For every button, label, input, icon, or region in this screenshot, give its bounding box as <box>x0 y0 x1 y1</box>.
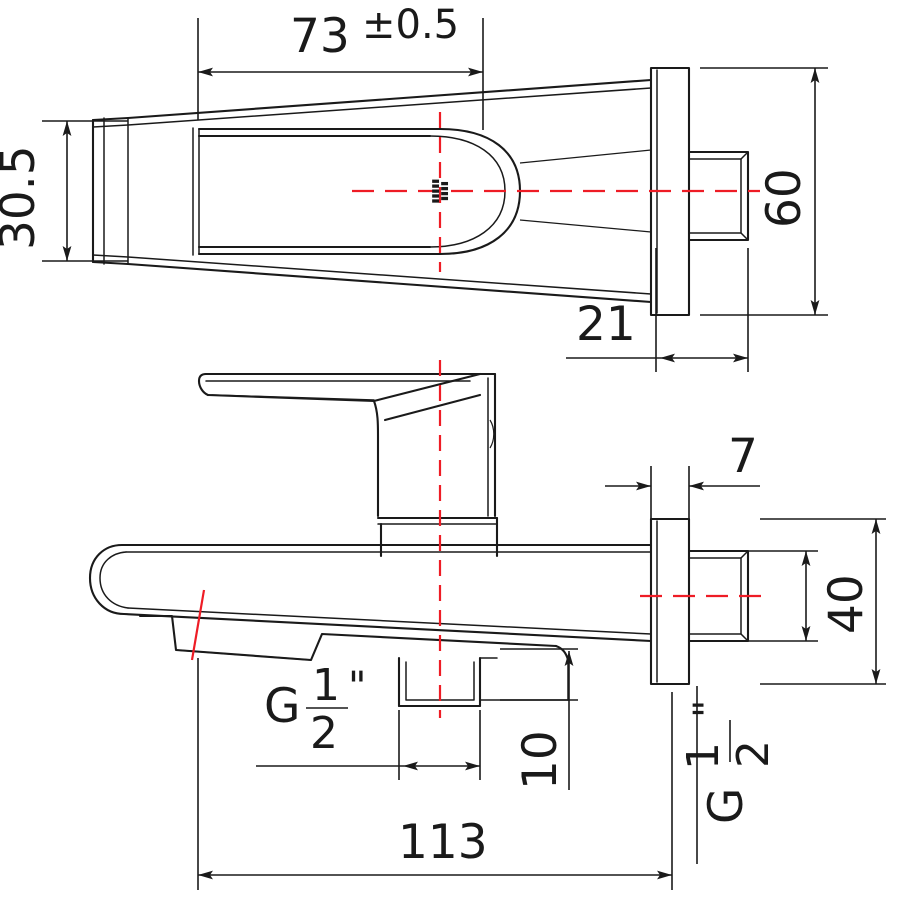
dimension-73-label: 73 <box>290 9 350 64</box>
dimension-113-label: 113 <box>398 815 488 870</box>
dimension-30-5: 30.5 <box>0 120 128 262</box>
dimension-7-label: 7 <box>728 429 758 484</box>
dimension-60-label: 60 <box>757 168 812 228</box>
section-marker-red <box>190 589 206 661</box>
dimension-21-label: 21 <box>576 297 636 352</box>
side-view-geometry <box>88 360 768 718</box>
dimension-7: 7 <box>605 429 760 519</box>
dimension-73-tolerance: ±0.5 <box>362 2 459 48</box>
dimension-60: 60 <box>700 67 828 316</box>
thread-outlet-numerator: 1 <box>312 660 340 711</box>
dimension-10-label: 10 <box>513 730 568 790</box>
svg-text:▮▮▮▮: ▮▮▮▮ <box>440 181 450 201</box>
dimension-73: 73 ±0.5 <box>197 2 484 130</box>
thread-inlet-numerator: 1 <box>678 742 729 770</box>
thread-inlet-unit: " <box>686 700 732 718</box>
thread-callout-outlet: G 1 2 " <box>256 660 481 780</box>
svg-text:▮▮▮▮▮: ▮▮▮▮▮ <box>431 179 441 204</box>
dimension-21: 21 <box>566 248 749 372</box>
dimension-10: 10 <box>500 648 578 790</box>
thread-inlet-denominator: 2 <box>728 740 779 768</box>
top-view-geometry <box>91 66 760 317</box>
thread-outlet-denominator: 2 <box>310 708 338 759</box>
thread-outlet-unit: " <box>348 664 366 710</box>
dimension-40-label: 40 <box>819 574 874 634</box>
thread-callout-inlet: G 1 2 " <box>678 686 779 864</box>
thread-outlet-prefix: G <box>264 679 300 734</box>
dimension-113: 113 <box>197 658 673 890</box>
dimension-40: 40 <box>748 518 886 685</box>
brand-microtext: ▮▮▮▮▮ ▮▮▮▮ <box>431 179 450 204</box>
dimension-30-5-label: 30.5 <box>0 145 46 250</box>
thread-inlet-prefix: G <box>699 788 754 824</box>
